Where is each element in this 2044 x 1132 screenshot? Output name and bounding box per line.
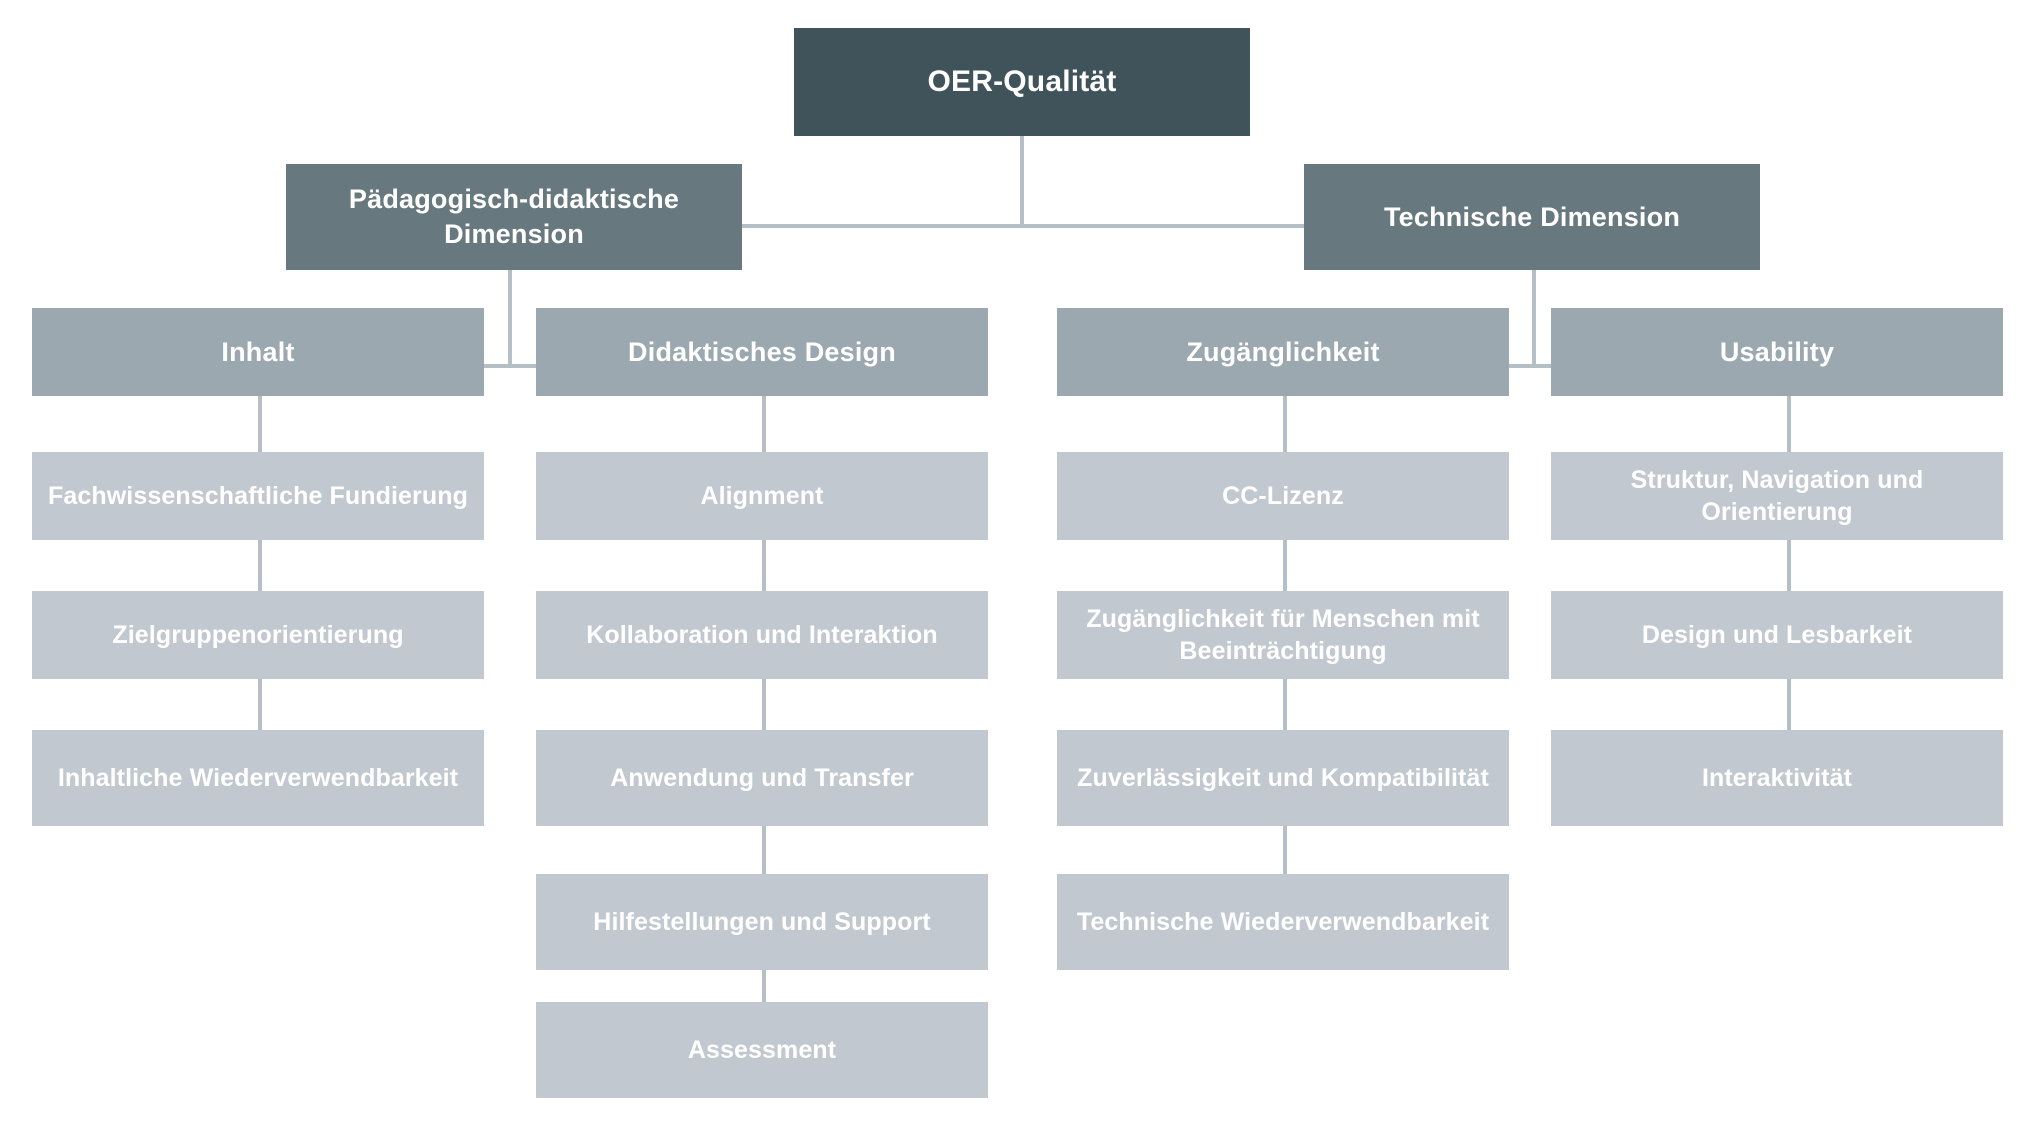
- connector-dimension-bus: [508, 224, 1532, 228]
- node-label: CC-Lizenz: [1222, 482, 1344, 510]
- node-leaf-interaktivitaet[interactable]: Interaktivität: [1551, 730, 2003, 826]
- connector-left-category-bus: [258, 364, 762, 368]
- node-leaf-hilfestellungen-und-support[interactable]: Hilfestellungen und Support: [536, 874, 988, 970]
- node-label: Hilfestellungen und Support: [593, 908, 931, 936]
- node-leaf-kollaboration-und-interaktion[interactable]: Kollaboration und Interaktion: [536, 591, 988, 679]
- connector-root-stem: [1020, 136, 1024, 226]
- connector-column-3-spine: [1283, 396, 1287, 966]
- node-label: OER-Qualität: [927, 64, 1117, 98]
- node-label: Fachwissenschaftliche Fundierung: [48, 482, 468, 510]
- node-label: Technische Dimension: [1383, 201, 1681, 232]
- node-label: Zugänglichkeit für Menschen mit Beeinträ…: [1086, 605, 1480, 665]
- node-leaf-technische-wiederverwendbarkeit[interactable]: Technische Wiederverwendbarkeit: [1057, 874, 1509, 970]
- node-root-oer-qualitaet[interactable]: OER-Qualität: [794, 28, 1250, 136]
- node-label: Zuverlässigkeit und Kompatibilität: [1077, 764, 1489, 792]
- node-category-didaktisches-design[interactable]: Didaktisches Design: [536, 308, 988, 396]
- connector-right-dimension-stem: [1532, 270, 1536, 366]
- node-label: Didaktisches Design: [628, 336, 896, 367]
- node-label: Anwendung und Transfer: [610, 764, 914, 792]
- node-label: Assessment: [687, 1036, 837, 1064]
- node-leaf-fachwissenschaftliche-fundierung[interactable]: Fachwissenschaftliche Fundierung: [32, 452, 484, 540]
- node-label: Inhaltliche Wiederverwendbarkeit: [57, 764, 459, 792]
- node-dimension-paedagogisch-didaktisch[interactable]: Pädagogisch-didaktische Dimension: [286, 164, 742, 270]
- node-label: Inhalt: [221, 336, 295, 367]
- node-category-inhalt[interactable]: Inhalt: [32, 308, 484, 396]
- node-category-zugaenglichkeit[interactable]: Zugänglichkeit: [1057, 308, 1509, 396]
- node-leaf-cc-lizenz[interactable]: CC-Lizenz: [1057, 452, 1509, 540]
- node-leaf-inhaltliche-wiederverwendbarkeit[interactable]: Inhaltliche Wiederverwendbarkeit: [32, 730, 484, 826]
- node-label: Struktur, Navigation und Orientierung: [1630, 466, 1924, 526]
- node-label: Zielgruppenorientierung: [112, 621, 404, 649]
- node-leaf-zugaenglichkeit-fuer-menschen-mit-beeintraechtigung[interactable]: Zugänglichkeit für Menschen mit Beeinträ…: [1057, 591, 1509, 679]
- node-leaf-design-und-lesbarkeit[interactable]: Design und Lesbarkeit: [1551, 591, 2003, 679]
- node-leaf-zuverlaessigkeit-und-kompatibilitaet[interactable]: Zuverlässigkeit und Kompatibilität: [1057, 730, 1509, 826]
- node-dimension-technisch[interactable]: Technische Dimension: [1304, 164, 1760, 270]
- node-label: Pädagogisch-didaktische Dimension: [348, 184, 680, 249]
- node-category-usability[interactable]: Usability: [1551, 308, 2003, 396]
- node-label: Interaktivität: [1701, 764, 1853, 792]
- connector-left-dimension-stem: [508, 270, 512, 366]
- node-label: Design und Lesbarkeit: [1641, 621, 1913, 649]
- connector-right-category-bus: [1283, 364, 1787, 368]
- node-label: Usability: [1719, 336, 1835, 367]
- node-leaf-struktur-navigation-und-orientierung[interactable]: Struktur, Navigation und Orientierung: [1551, 452, 2003, 540]
- node-label: Kollaboration und Interaktion: [586, 621, 938, 649]
- node-label: Alignment: [700, 482, 824, 510]
- node-leaf-zielgruppenorientierung[interactable]: Zielgruppenorientierung: [32, 591, 484, 679]
- node-leaf-alignment[interactable]: Alignment: [536, 452, 988, 540]
- node-label: Zugänglichkeit: [1186, 336, 1380, 367]
- node-label: Technische Wiederverwendbarkeit: [1076, 908, 1490, 936]
- node-leaf-assessment[interactable]: Assessment: [536, 1002, 988, 1098]
- node-leaf-anwendung-und-transfer[interactable]: Anwendung und Transfer: [536, 730, 988, 826]
